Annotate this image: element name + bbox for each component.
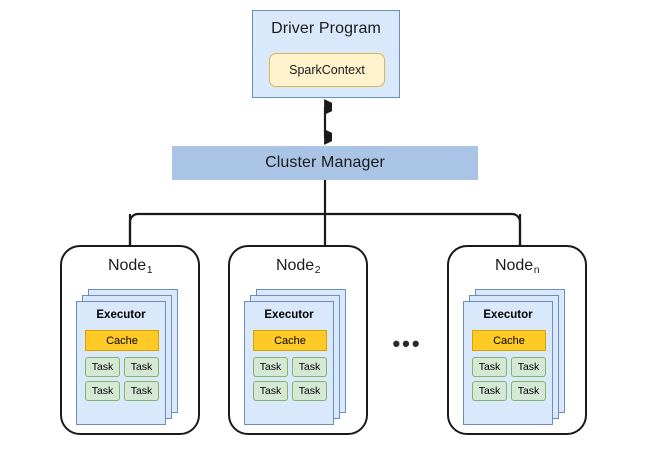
node-subscript-1: 1 [146, 264, 153, 276]
task-box: Task [472, 381, 507, 401]
task-box: Task [85, 381, 120, 401]
node-name-2: Node [275, 257, 315, 274]
task-box: Task [472, 357, 507, 377]
task-box: Task [124, 357, 159, 377]
driver-program-box: Driver Program SparkContext [252, 10, 400, 98]
node-box-1: Node1 Executor Cache Task Task Task Task [60, 245, 200, 435]
task-box: Task [511, 381, 546, 401]
driver-cluster-manager-arrow-icon [323, 99, 332, 145]
cluster-manager-box: Cluster Manager [172, 146, 478, 180]
task-box: Task [292, 357, 327, 377]
node-box-n: Noden Executor Cache Task Task Task Task [447, 245, 587, 435]
executor-card-front-2: Executor Cache Task Task Task Task [244, 301, 334, 425]
executor-label-1: Executor [96, 309, 146, 321]
cache-box-2: Cache [253, 330, 327, 351]
driver-program-title: Driver Program [271, 20, 381, 37]
executor-label-2: Executor [264, 309, 314, 321]
node-subscript-n: n [533, 264, 540, 276]
node-title-2: Node2 [230, 257, 366, 276]
node-name-1: Node [107, 257, 147, 274]
node-name-n: Node [494, 257, 534, 274]
task-box: Task [292, 381, 327, 401]
task-grid-1: Task Task Task Task [85, 357, 159, 401]
cluster-manager-label: Cluster Manager [265, 154, 385, 171]
task-box: Task [124, 381, 159, 401]
executor-stack-n: Executor Cache Task Task Task Task [463, 289, 575, 425]
executor-label-n: Executor [483, 309, 533, 321]
executor-card-front-1: Executor Cache Task Task Task Task [76, 301, 166, 425]
executor-card-front-n: Executor Cache Task Task Task Task [463, 301, 553, 425]
node-subscript-2: 2 [314, 264, 321, 276]
task-box: Task [253, 357, 288, 377]
executor-stack-2: Executor Cache Task Task Task Task [244, 289, 356, 425]
cache-box-1: Cache [85, 330, 159, 351]
cache-box-n: Cache [472, 330, 546, 351]
task-grid-2: Task Task Task Task [253, 357, 327, 401]
task-grid-n: Task Task Task Task [472, 357, 546, 401]
task-box: Task [85, 357, 120, 377]
cluster-manager-to-nodes-connector [128, 180, 522, 250]
executor-stack-1: Executor Cache Task Task Task Task [76, 289, 188, 425]
task-box: Task [511, 357, 546, 377]
node-title-1: Node1 [62, 257, 198, 276]
nodes-ellipsis: ••• [392, 331, 422, 356]
task-box: Task [253, 381, 288, 401]
spark-context-box: SparkContext [269, 53, 385, 87]
node-box-2: Node2 Executor Cache Task Task Task Task [228, 245, 368, 435]
node-title-n: Noden [449, 257, 585, 276]
